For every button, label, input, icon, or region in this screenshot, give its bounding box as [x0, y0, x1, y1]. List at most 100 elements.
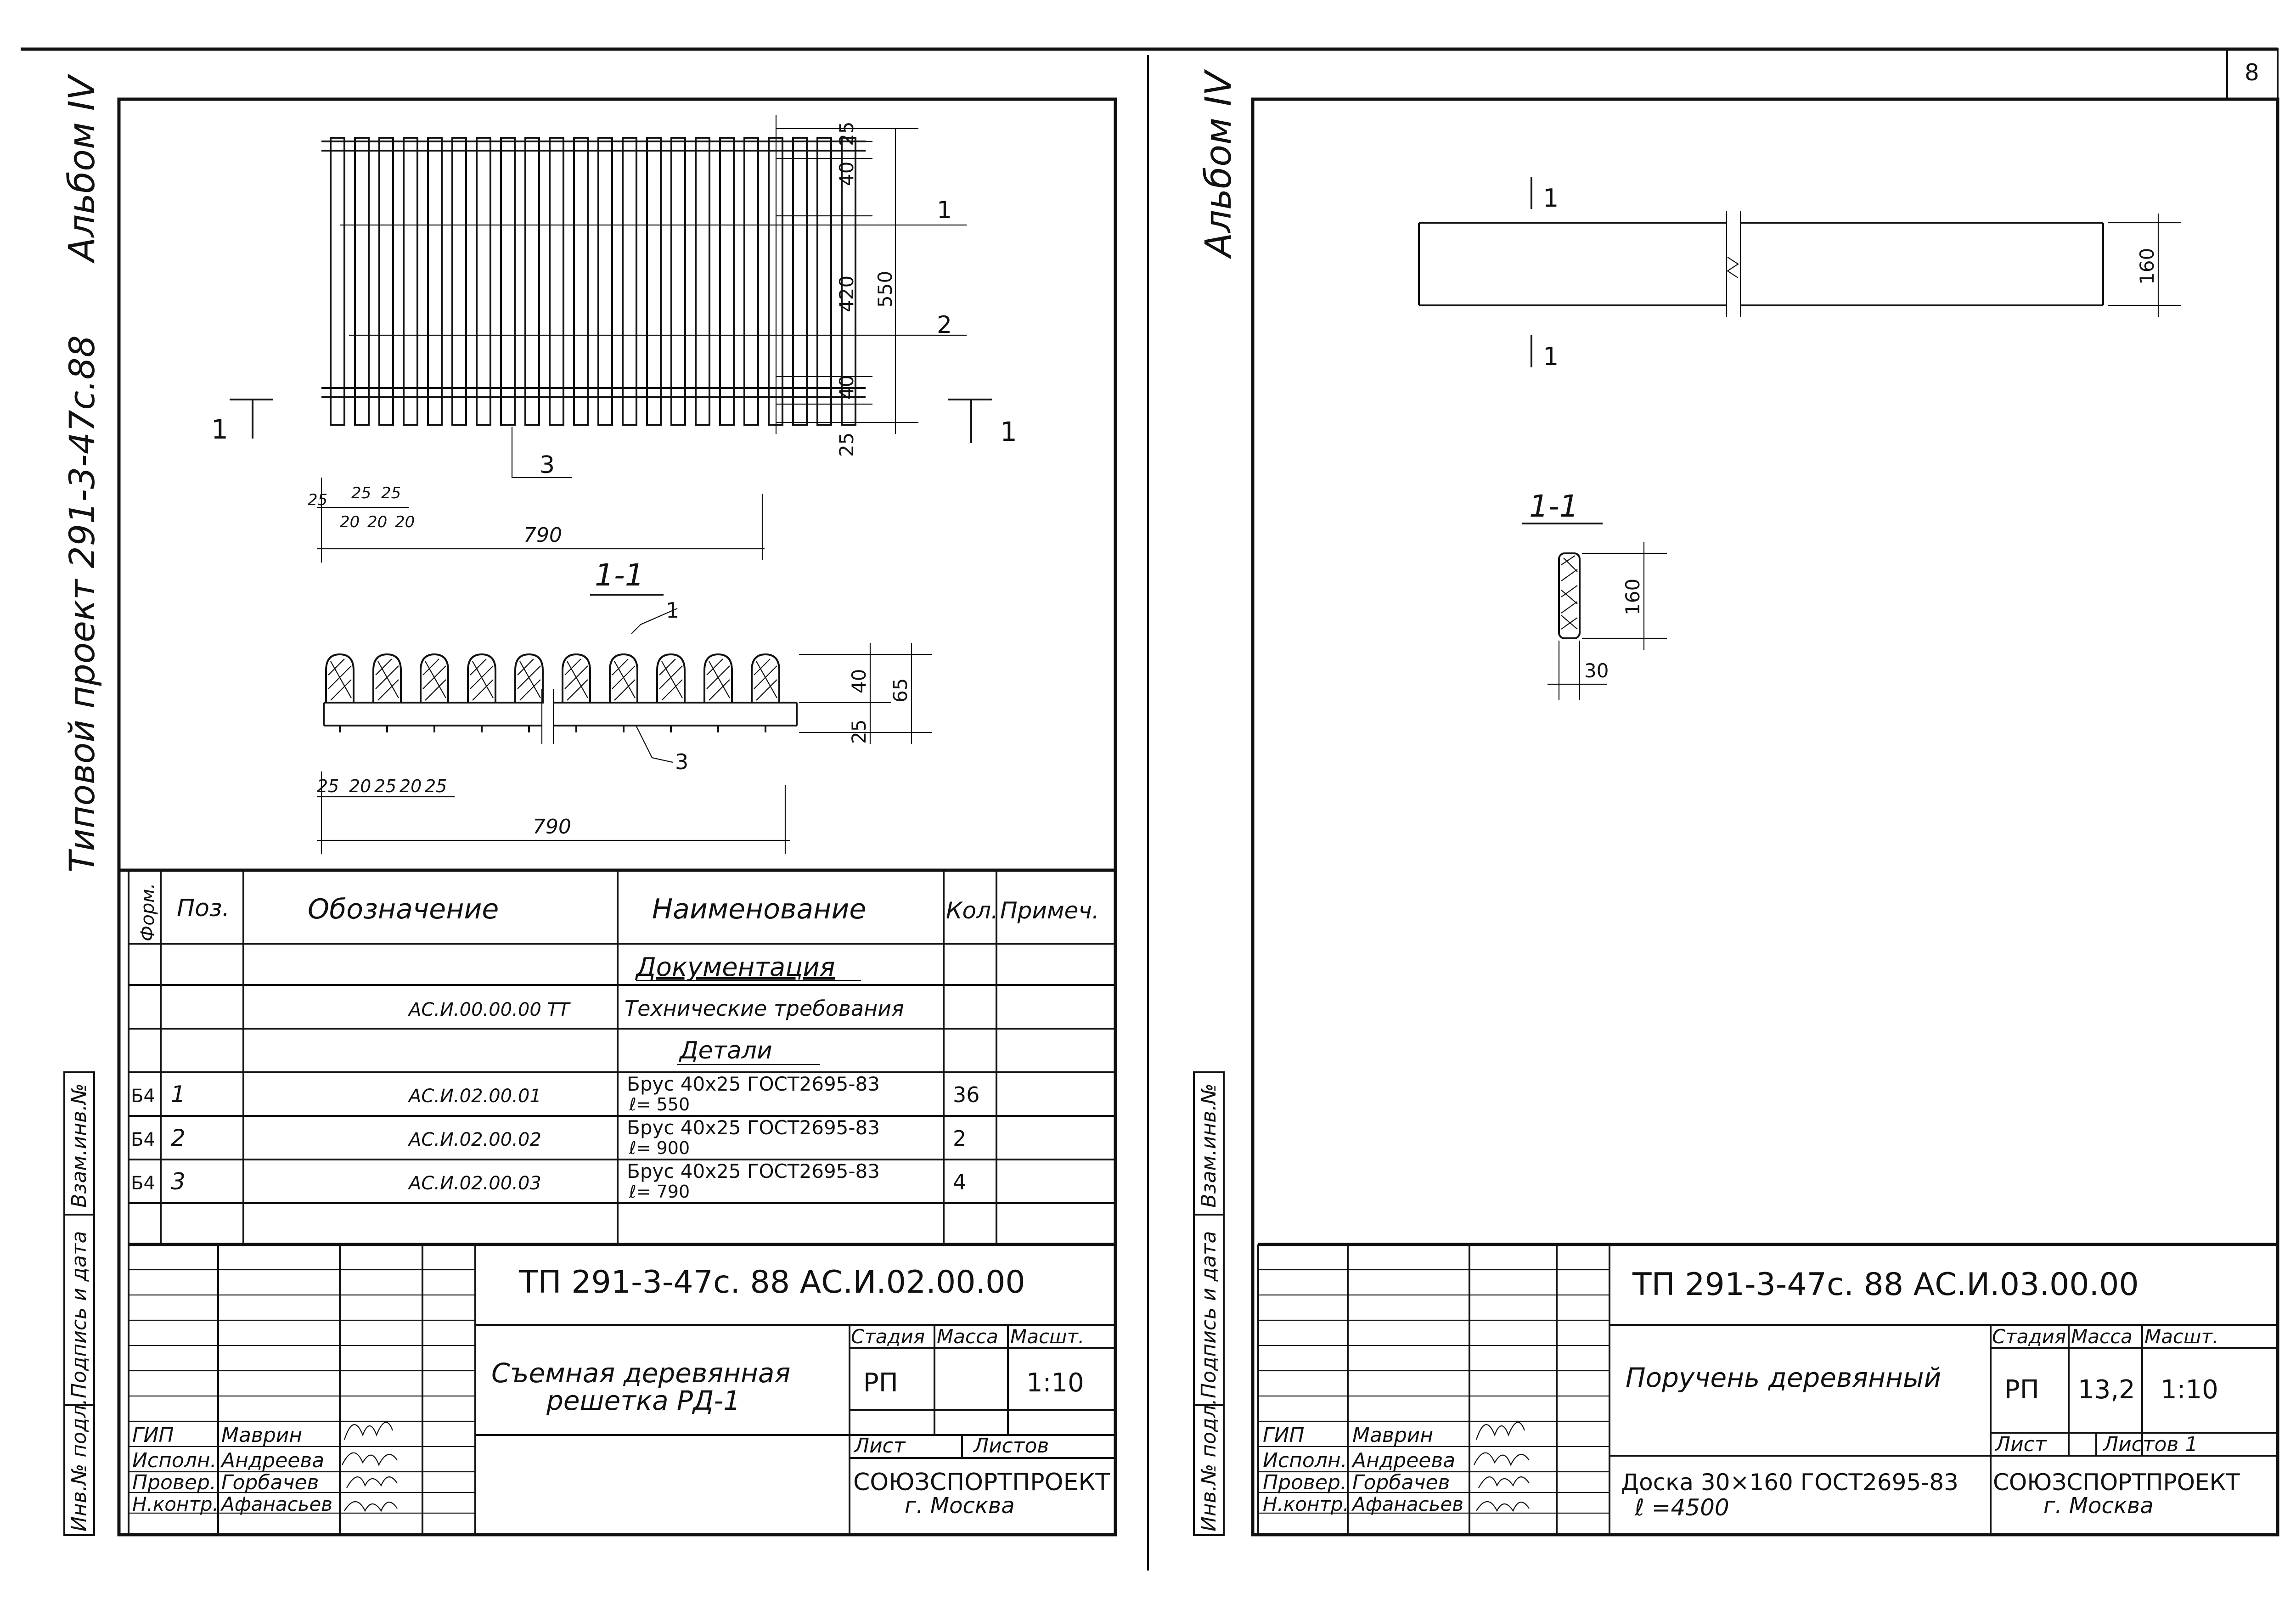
slat [476, 137, 491, 426]
name-gip-right: Маврин [1352, 1424, 1433, 1447]
col-name: Наименование [652, 893, 866, 925]
slat-profiles [325, 653, 780, 732]
slat-dim-c: 25 [381, 484, 401, 502]
dim-420: 420 [835, 276, 858, 312]
slat [841, 137, 856, 426]
section-title: 1-1 [595, 557, 644, 593]
wood-hatching [328, 659, 352, 701]
row2-qty: 2 [953, 1126, 966, 1151]
wood-hatching [375, 659, 399, 701]
col-qty: Кол. [946, 897, 998, 924]
col-format: Форм. [137, 883, 158, 941]
title-block: ТП 291-3-47с. 88 АС.И.02.00.00 Съемная д… [128, 1243, 1115, 1535]
slat-profile [420, 653, 449, 704]
row3-name: Брус 40х25 ГОСТ2695-83 [627, 1160, 880, 1182]
role-norm-right: Н.контр. [1263, 1493, 1349, 1515]
slat-profile [562, 653, 591, 704]
slat-profile [609, 653, 638, 704]
name-gip: Маврин [221, 1424, 302, 1447]
right-frame [1251, 97, 2279, 1537]
dim-top-40: 40 [835, 162, 858, 186]
row3-length: ℓ= 790 [629, 1182, 690, 1202]
dim-top-25: 25 [835, 122, 858, 146]
scale-value-right: 1:10 [2161, 1375, 2218, 1405]
row3-qty: 4 [953, 1170, 966, 1194]
scale-value: 1:10 [1026, 1368, 1084, 1398]
grid-plan-view: 1 2 3 25 40 420 550 40 25 [211, 115, 1017, 563]
section-view: 1-1 1 3 40 25 65 [317, 557, 932, 854]
role-gip: ГИП [132, 1424, 174, 1447]
col-note: Примеч. [1000, 897, 1099, 924]
slats [330, 137, 856, 426]
mass-value-right: 13,2 [2078, 1375, 2135, 1405]
dim-790-top: 790 [523, 524, 562, 547]
slat [622, 137, 637, 426]
wood-hatching [422, 659, 446, 701]
drawing-code-right: ТП 291-3-47с. 88 АС.И.03.00.00 [1632, 1267, 2139, 1303]
scale-header: Масшт. [1010, 1325, 1084, 1348]
slat [743, 137, 759, 426]
material-line-1: Доска 30×160 ГОСТ2695-83 [1621, 1469, 1958, 1496]
mass-header-right: Масса [2071, 1325, 2133, 1348]
slat [597, 137, 613, 426]
wood-hatching [754, 659, 777, 701]
name-checker-right: Горбачев [1352, 1471, 1450, 1494]
stage-value: РП [863, 1368, 898, 1398]
role-checker-right: Провер. [1263, 1471, 1347, 1494]
org-city: г. Москва [905, 1493, 1015, 1519]
role-checker: Провер. [132, 1471, 216, 1494]
name-executor-right: Андреева [1351, 1449, 1455, 1472]
row2-name: Брус 40х25 ГОСТ2695-83 [627, 1116, 880, 1139]
drawing-title-2: решетка РД-1 [546, 1385, 740, 1416]
row3-format: Б4 [131, 1173, 155, 1194]
name-checker: Горбачев [221, 1471, 319, 1494]
board-profile [1558, 552, 1581, 639]
dim-bottom-25: 25 [835, 433, 858, 457]
album-label: Альбом IV [62, 73, 103, 264]
stage-header-right: Стадия [1992, 1325, 2066, 1348]
side-label-zam-right: Взам.инв.№ [1197, 1083, 1221, 1208]
role-gip-right: ГИП [1263, 1424, 1305, 1447]
stage-value-right: РП [2004, 1375, 2039, 1405]
section-callout-1: 1 [666, 598, 679, 623]
wood-hatching [517, 659, 541, 701]
title-block-right: ТП 291-3-47с. 88 АС.И.03.00.00 Поручень … [1257, 1243, 2278, 1535]
bottom-dim-d: 20 [400, 776, 422, 796]
signatures [342, 1422, 398, 1512]
slat [354, 137, 370, 426]
slat [549, 137, 564, 426]
name-norm-right: Афанасьев [1351, 1493, 1463, 1515]
wood-hatching [659, 659, 683, 701]
bottom-dim-c: 25 [374, 776, 396, 796]
side-label-zam: Взам.инв.№ [68, 1083, 91, 1208]
side-strip-right: Взам.инв.№ Подпись и дата Инв.№ подл. [1193, 1071, 1225, 1536]
slat-profile [703, 653, 733, 704]
section-documentation: Документация [635, 952, 835, 982]
doc-name: Технические требования [625, 996, 904, 1021]
callout-1: 1 [937, 197, 952, 224]
project-label: Типовой проект 291-3-47с.88 [62, 335, 102, 873]
section-dim-65: 65 [889, 678, 912, 703]
wood-hatching [706, 659, 730, 701]
role-norm: Н.контр. [132, 1493, 219, 1515]
right-section-title: 1-1 [1529, 489, 1579, 524]
col-designation: Обозначение [308, 893, 499, 925]
material-line-2: ℓ =4500 [1634, 1494, 1729, 1521]
signatures-right [1474, 1422, 1530, 1512]
side-label-inv-right: Инв.№ подл. [1197, 1398, 1221, 1531]
slat [792, 137, 808, 426]
handrail-section: 1-1 160 30 [1522, 489, 1667, 700]
dim-550: 550 [874, 271, 896, 308]
slat [378, 137, 394, 426]
org-name: СОЮЗСПОРТПРОЕКТ [853, 1469, 1110, 1496]
row3-pos: 3 [171, 1168, 186, 1195]
side-label-sign-right: Подпись и дата [1197, 1231, 1221, 1398]
row1-pos: 1 [171, 1081, 186, 1108]
name-executor: Андреева [220, 1449, 324, 1472]
drawing-title-right: Поручень деревянный [1626, 1362, 1941, 1393]
section-mark-left: 1 [211, 414, 228, 445]
album-label-right: Альбом IV [1198, 69, 1239, 259]
slat-dim-a: 25 [308, 491, 327, 509]
mass-header: Масса [937, 1325, 998, 1348]
